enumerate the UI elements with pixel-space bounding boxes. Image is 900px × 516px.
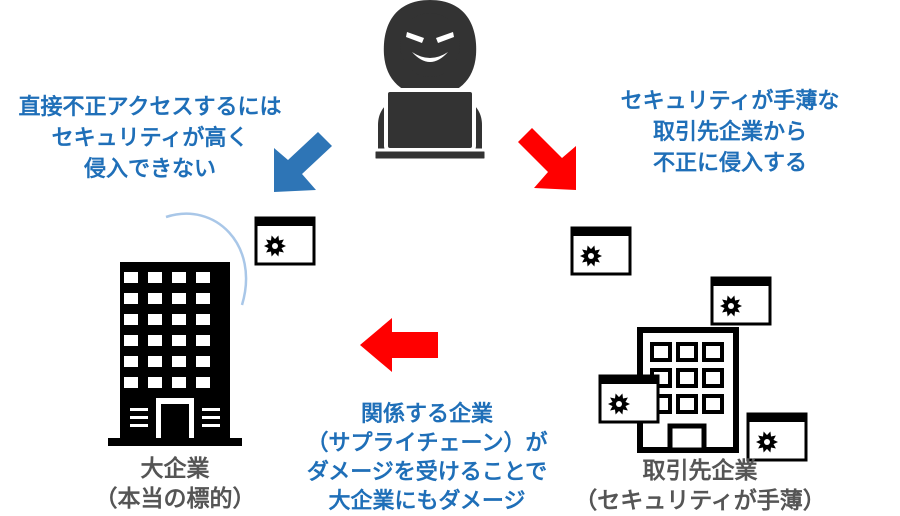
bottom-note-line-4: 大企業にもダメージ — [328, 489, 526, 514]
malware-window-icon — [746, 412, 808, 462]
right-note-line-2: 取引先企業から — [652, 120, 807, 145]
left-note-line-1: 直接不正アクセスするには — [18, 95, 282, 120]
malware-window-icon — [598, 374, 660, 424]
partner-company-name: 取引先企業 — [642, 458, 758, 484]
red-arrow-left-icon — [360, 318, 438, 372]
building-window — [702, 368, 724, 388]
building-window — [196, 293, 210, 304]
building-window — [124, 272, 138, 283]
big-company-note: （本当の標的） — [94, 486, 256, 512]
partner-company-label: 取引先企業 （セキュリティが手薄） — [565, 456, 835, 516]
bottom-note: 関係する企業 （サプライチェーン）が ダメージを受けることで 大企業にもダメージ — [282, 400, 572, 516]
malware-window-icon — [254, 216, 316, 266]
building-window — [702, 342, 724, 362]
building-window — [124, 377, 138, 388]
left-note-line-3: 侵入できない — [83, 157, 216, 182]
bottom-note-line-1: 関係する企業 — [360, 402, 493, 427]
malware-window-3 — [710, 276, 772, 326]
building-window — [650, 342, 672, 362]
blue-arrow-icon — [274, 132, 332, 192]
building-window — [172, 356, 186, 367]
bottom-note-line-3: ダメージを受けることで — [306, 460, 548, 485]
shield-arc-icon — [165, 212, 248, 306]
building-window — [148, 356, 162, 367]
building-window — [148, 293, 162, 304]
building-window — [172, 293, 186, 304]
building-window — [124, 314, 138, 325]
building-window — [196, 335, 210, 346]
right-note: セキュリティが手薄な 取引先企業から 不正に侵入する — [585, 86, 875, 179]
building-window — [148, 377, 162, 388]
building-window — [196, 377, 210, 388]
red-arrow-top-icon — [518, 128, 576, 190]
malware-window-5 — [746, 412, 808, 462]
building-window — [172, 314, 186, 325]
malware-window-4 — [598, 374, 660, 424]
blue-arrow-shape — [274, 132, 332, 192]
building-window — [676, 394, 698, 414]
office-building-icon — [108, 262, 242, 446]
building-window — [676, 368, 698, 388]
building-window — [196, 356, 210, 367]
bottom-note-line-2: （サプライチェーン）が — [306, 431, 548, 456]
malware-window-icon — [570, 226, 632, 276]
hacker-icon — [372, 0, 488, 162]
big-company-label: 大企業 （本当の標的） — [80, 454, 270, 514]
building-window — [196, 272, 210, 283]
left-note-line-2: セキュリティが高く — [51, 126, 249, 151]
building-window — [124, 335, 138, 346]
big-company-name: 大企業 — [140, 456, 210, 482]
malware-window-icon — [710, 276, 772, 326]
building-window — [124, 356, 138, 367]
building-window — [172, 335, 186, 346]
building-window — [148, 272, 162, 283]
malware-window-1 — [254, 216, 316, 266]
building-window — [148, 314, 162, 325]
building-window — [196, 314, 210, 325]
malware-window-2 — [570, 226, 632, 276]
right-note-line-3: 不正に侵入する — [652, 151, 807, 176]
right-note-line-1: セキュリティが手薄な — [620, 89, 840, 114]
building-window — [702, 394, 724, 414]
left-note: 直接不正アクセスするには セキュリティが高く 侵入できない — [0, 92, 300, 185]
building-window — [148, 335, 162, 346]
building-window — [172, 377, 186, 388]
building-window — [676, 342, 698, 362]
partner-company-note: （セキュリティが手薄） — [574, 488, 826, 514]
building-window — [172, 272, 186, 283]
building-window — [124, 293, 138, 304]
